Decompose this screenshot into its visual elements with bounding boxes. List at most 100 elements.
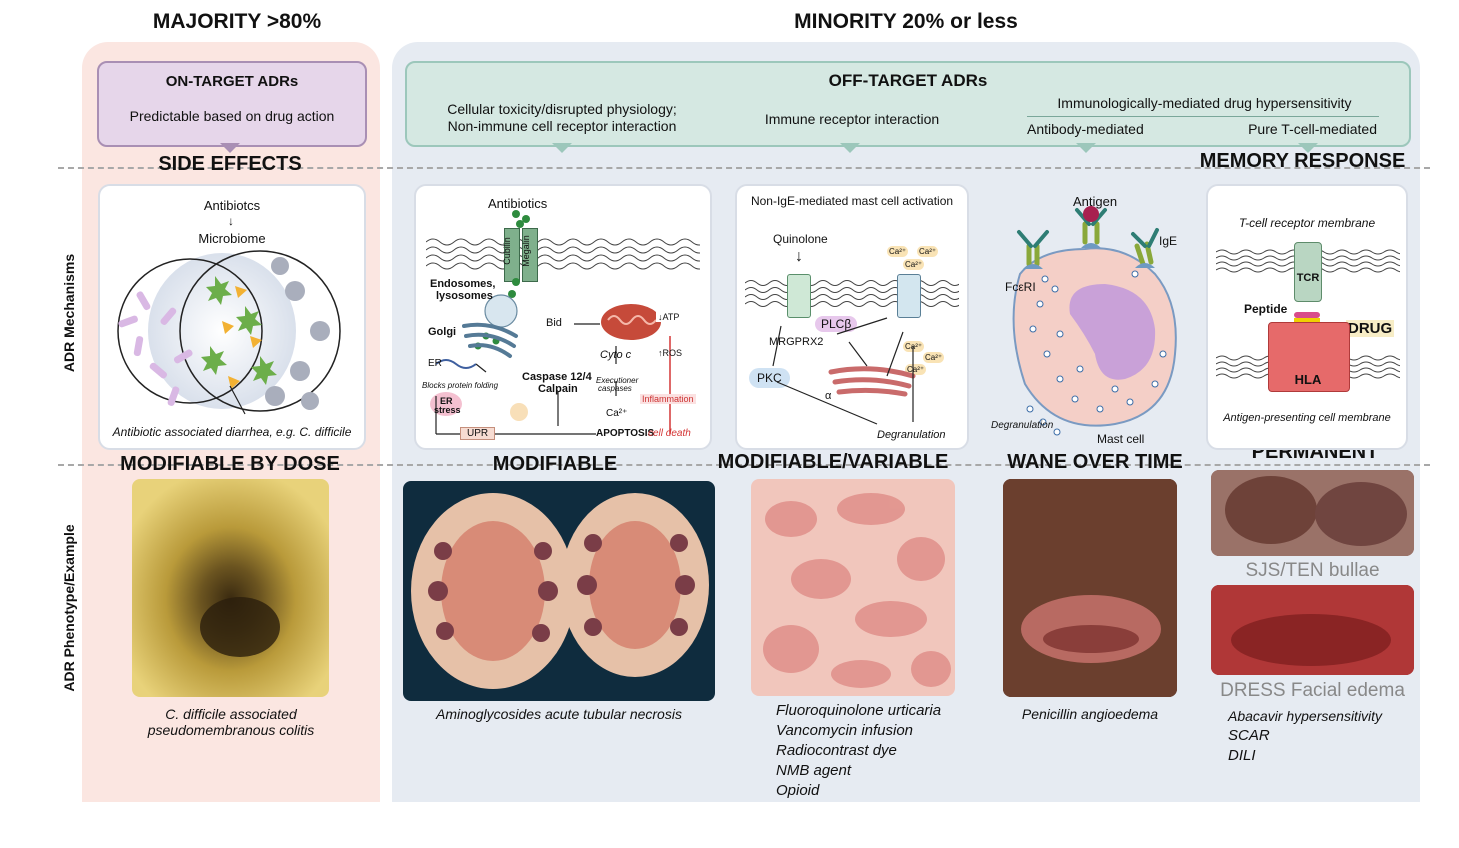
calcium-ion-2: Ca²⁺	[917, 246, 939, 257]
calcium-channel	[897, 274, 921, 318]
section-modifiable: MODIFIABLE	[492, 453, 618, 475]
blocks-label: Blocks protein folding	[422, 381, 499, 390]
degranulation-label: Degranulation	[991, 420, 1054, 431]
microbiome-label: Microbiome	[198, 231, 266, 246]
off-target-cat3a: Antibody-mediated	[1027, 121, 1144, 137]
er-stress-label-1: ER	[440, 396, 453, 406]
on-target-title: ON-TARGET ADRs	[165, 73, 299, 90]
urticaria-item: Vancomycin infusion	[776, 722, 914, 739]
er-label: ER	[428, 358, 442, 369]
urticaria-photo	[751, 479, 955, 696]
cell-death-label: cell death	[648, 428, 691, 439]
sjs-ten-caption: SJS/TEN bullae	[1245, 560, 1380, 581]
calcium-ion-6: Ca²⁺	[905, 364, 927, 375]
apc-membrane-label: Antigen-presenting cell membrane	[1223, 412, 1391, 424]
bid-label: Bid	[546, 317, 562, 329]
cubilin-receptor	[504, 228, 520, 282]
off-target-box: OFF-TARGET ADRs Cellular toxicity/disrup…	[405, 61, 1411, 147]
golgi-label: Golgi	[428, 326, 457, 338]
antigen-label: Antigen	[1073, 194, 1118, 209]
upr-label: UPR	[460, 427, 496, 440]
drug-marker	[1294, 318, 1320, 323]
mast-cell-illustration	[1012, 206, 1177, 436]
hla-molecule	[1268, 322, 1350, 392]
section-wane-over-time: WANE OVER TIME	[1007, 451, 1183, 473]
plcb-label: PLCβ	[815, 316, 858, 332]
megalin-receptor	[522, 228, 538, 282]
row-label-mechanisms: ADR Mechanisms	[61, 253, 77, 373]
mast-cell-label: Mast cell	[1097, 432, 1145, 446]
tcell-caption-list: Abacavir hypersensitivity SCAR DILI	[1228, 706, 1382, 766]
down-arrow-icon: ↓	[795, 248, 803, 265]
cell-organelles	[430, 210, 671, 435]
panel3-title: Non-IgE-mediated mast cell activation	[750, 194, 954, 208]
urticaria-item: NMB agent	[776, 762, 852, 779]
caspase-label-1: Caspase 12/4	[522, 371, 592, 383]
mast-cell-arrows	[772, 317, 914, 425]
ige-label: IgE	[1159, 234, 1178, 248]
off-target-pointer-3	[1076, 143, 1096, 153]
tcr-label: TCR	[1296, 272, 1320, 284]
venn-diagram	[117, 250, 341, 415]
tcell-item: DILI	[1228, 747, 1256, 764]
minority-header: MINORITY 20% or less	[794, 10, 1018, 33]
off-target-pointer-2	[840, 143, 860, 153]
off-target-title: OFF-TARGET ADRs	[828, 71, 988, 90]
angioedema-photo	[1003, 479, 1177, 697]
off-target-cat1-line1: Cellular toxicity/disrupted physiology;	[447, 101, 677, 117]
er-stack	[828, 366, 916, 397]
colitis-photo	[132, 479, 329, 697]
quinolone-label: Quinolone	[773, 232, 828, 246]
majority-header: MAJORITY >80%	[152, 10, 322, 33]
section-modifiable-by-dose: MODIFIABLE BY DOSE	[120, 453, 340, 475]
tcr-membrane-label: T-cell receptor membrane	[1238, 216, 1376, 230]
panel-microbiome: Antibiotcs ↓ Microbiome	[98, 184, 366, 450]
kidney-photo	[403, 481, 715, 701]
cytoc-label: Cyto c	[600, 349, 632, 361]
panel-cellular-toxicity: Antibiotics Cubilin Megalin Endosomes, l…	[414, 184, 712, 450]
row-label-phenotype: ADR Phenotype/Example	[61, 524, 77, 692]
dress-photo	[1211, 585, 1414, 675]
on-target-subtitle: Predictable based on drug action	[129, 108, 335, 124]
er-stress-label-2: stress	[434, 405, 461, 415]
angioedema-caption: Penicillin angioedema	[1021, 706, 1159, 722]
peptide-marker	[1294, 312, 1320, 318]
urticaria-caption-list: Fluoroquinolone urticaria Vancomycin inf…	[776, 701, 941, 801]
panel-antibody-mast-cell: Antigen IgE FcεRI Degranulation Mast cel…	[985, 184, 1195, 446]
sjs-ten-photo	[1211, 470, 1414, 556]
off-target-cat1-line2: Non-immune cell receptor interaction	[447, 118, 677, 134]
off-target-pointer-4	[1298, 143, 1318, 153]
drug-label: DRUG	[1346, 320, 1395, 337]
section-memory-response: MEMORY RESPONSE	[1199, 150, 1406, 172]
panel-tcell-hla: T-cell receptor membrane TCR Peptide DRU…	[1206, 184, 1408, 450]
endosomes-label: Endosomes,	[430, 278, 496, 290]
panel-mast-cell-activation: Non-IgE-mediated mast cell activation Qu…	[735, 184, 969, 450]
off-target-pointer-1	[552, 143, 572, 153]
mrgprx2-label: MRGPRX2	[769, 336, 824, 348]
urticaria-item: Fluoroquinolone urticaria	[776, 702, 942, 719]
calcium-ion-1: Ca²⁺	[887, 246, 909, 257]
ros-label: ↑ROS	[658, 348, 683, 358]
colitis-caption-line1: C. difficile associated	[165, 706, 297, 722]
tcell-item: Abacavir hypersensitivity	[1228, 708, 1383, 724]
mrgprx2-receptor	[787, 274, 811, 318]
dress-caption: DRESS Facial edema	[1220, 680, 1405, 701]
fceri-label: FcεRI	[1005, 280, 1036, 294]
hla-label: HLA	[1294, 372, 1322, 387]
off-target-cat3-divider	[1027, 116, 1379, 117]
antibiotics-title: Antibiotics	[488, 196, 548, 211]
section-side-effects: SIDE EFFECTS	[158, 153, 302, 175]
executioner-label-1: Executioner	[596, 376, 639, 385]
section-modifiable-variable: MODIFIABLE/VARIABLE	[717, 451, 949, 473]
off-target-cat3: Immunologically-mediated drug hypersensi…	[1057, 95, 1352, 111]
divider-bottom	[58, 464, 1430, 466]
divider-top	[58, 167, 1430, 169]
calcium-ion-5: Ca²⁺	[923, 352, 945, 363]
antibiotics-label: Antibiotcs	[203, 198, 261, 213]
inflammation-label: Inflammation	[640, 394, 696, 404]
microbiome-caption: Antibiotic associated diarrhea, e.g. C. …	[112, 425, 352, 439]
atp-label: ↓ATP	[656, 312, 682, 322]
urticaria-item: Opioid	[776, 782, 820, 799]
on-target-pointer	[220, 143, 240, 153]
caspase-label-2: Calpain	[538, 383, 578, 395]
